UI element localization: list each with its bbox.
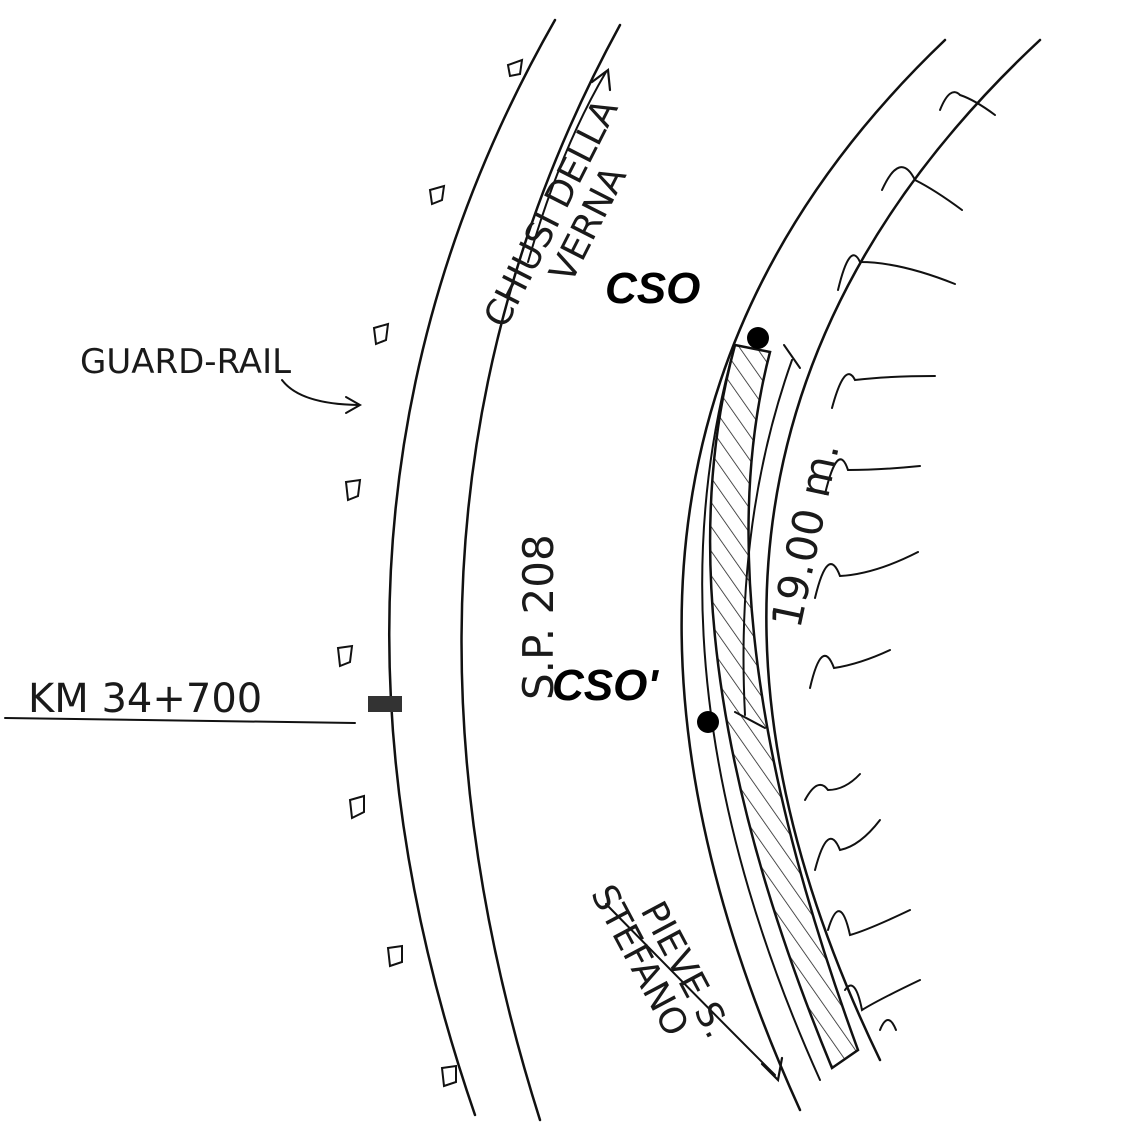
embankment-mark [814,551,919,599]
guard-rail-post [348,794,365,820]
guard-rail-post [440,1064,457,1088]
south-arrowhead [760,1056,784,1083]
cso-prime-label: CSO' [552,661,659,710]
embankment-mark [827,909,911,937]
guard-rail-post [336,644,354,668]
inner-left-road-edge [460,23,622,1122]
north-arrowhead [590,67,612,92]
strip-inner-line [701,344,821,1081]
guard-rail-post [372,322,390,346]
road-name-label: S.P. 208 [514,534,563,700]
embankment-mark [831,373,936,409]
dimension-line [742,359,793,716]
embankment-mark [844,979,921,1012]
south-direction-arrow [605,903,776,1076]
embankment-mark [809,649,891,689]
embankment-mark [814,819,881,871]
north-direction-arrow [527,71,607,263]
guard-rail-post [506,58,524,78]
dimension-tick-top [783,344,801,369]
guard-rail-post [344,478,362,502]
outer-left-road-edge [388,18,557,1117]
cso-label: CSO [605,264,700,313]
distance-label: 19.00 m. [762,438,849,632]
km-label: KM 34+700 [28,676,262,722]
cso-prime-point [697,711,719,733]
cso-point [747,327,769,349]
dimension-tick-bottom [734,711,766,729]
embankment-mark [804,773,861,801]
right-verge-line [765,38,1042,1062]
embankment-marks [804,91,996,1031]
guard-rail-label: GUARD-RAIL [80,342,291,382]
guard-rail-arrowhead [345,396,363,414]
embankment-mark [837,254,956,291]
km-marker [368,696,402,712]
km-leader-line [4,717,356,724]
embankment-mark [939,91,996,116]
embankment-mark [879,1019,897,1031]
guard-rail-posts [336,58,524,1088]
embankment-mark [881,166,963,211]
guard-rail-leader [281,379,359,406]
guard-rail-post [428,184,446,206]
right-road-edge [680,38,947,1112]
embankment-mark [824,458,921,495]
guard-rail-post [386,944,403,968]
hatched-strip [708,343,860,1070]
